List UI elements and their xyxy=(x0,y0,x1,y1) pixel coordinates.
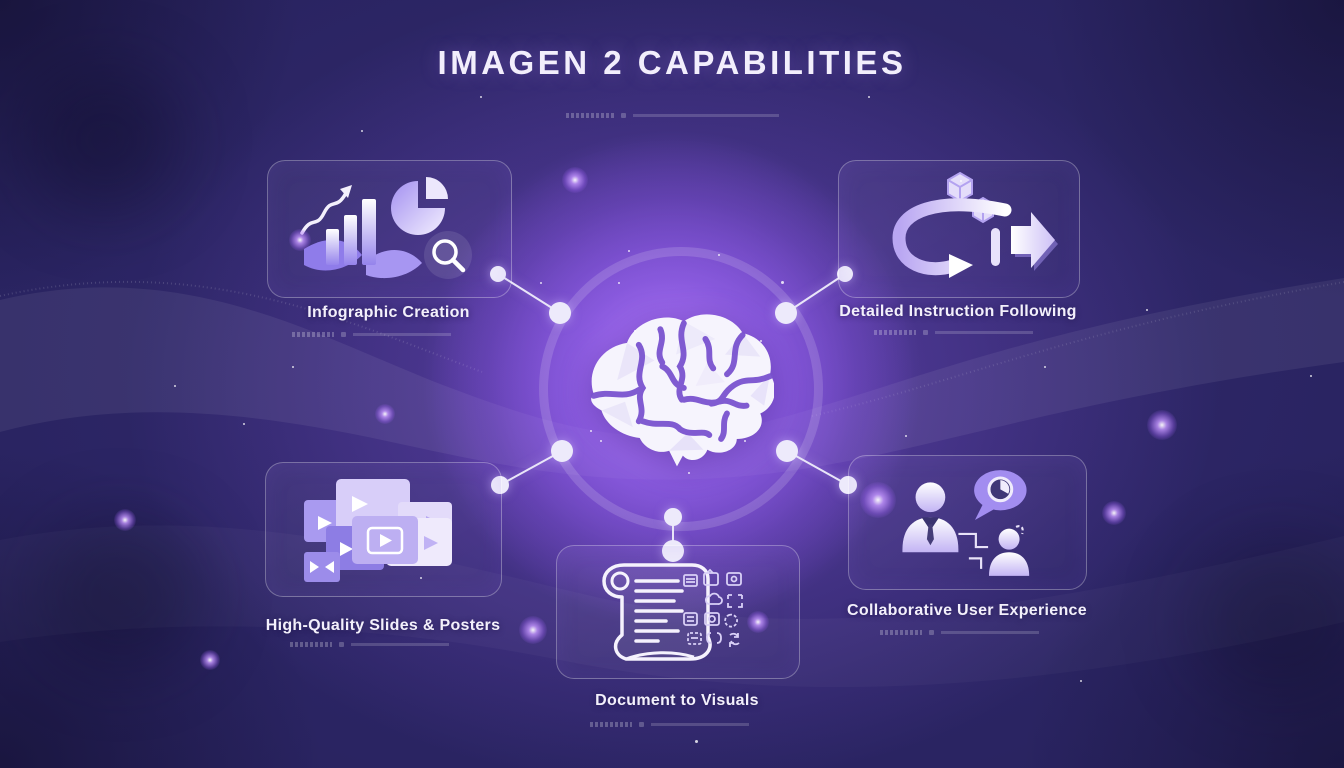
pie-chart xyxy=(390,181,445,235)
star-dot xyxy=(292,366,294,368)
card-label-document-to-visuals: Document to Visuals xyxy=(595,692,759,709)
star-dot xyxy=(600,440,602,442)
star-dot xyxy=(695,740,698,743)
trend-arrow xyxy=(299,191,348,235)
star-dot xyxy=(781,281,784,284)
person-large xyxy=(915,481,945,512)
star-dot xyxy=(868,96,870,98)
glow-dot xyxy=(860,482,896,518)
decorative-microtext xyxy=(874,330,1033,335)
glow-dot xyxy=(375,404,395,424)
infographic-charts-icon xyxy=(299,177,472,279)
card-label-high-quality-slides-posters: High-Quality Slides & Posters xyxy=(265,617,501,634)
glow-dot xyxy=(562,167,588,193)
glow-dot xyxy=(1102,501,1126,525)
ribbon-shape xyxy=(365,249,422,279)
star-dot xyxy=(174,385,176,387)
star-dot xyxy=(243,423,245,425)
card-collaborative-user-experience xyxy=(848,455,1087,590)
star-dot xyxy=(744,440,746,442)
decorative-microtext xyxy=(590,722,749,727)
glow-dot xyxy=(114,509,136,531)
card-infographic-creation xyxy=(267,160,512,298)
glow-dot xyxy=(1147,410,1177,440)
person-small xyxy=(998,528,1020,550)
card-label-infographic-creation: Infographic Creation xyxy=(307,304,470,321)
decorative-microtext xyxy=(880,630,1039,635)
star-dot xyxy=(760,340,762,342)
card-high-quality-slides-posters xyxy=(265,462,502,597)
star-dot xyxy=(905,435,907,437)
star-dot xyxy=(1044,366,1046,368)
card-label-collaborative-user-experience: Collaborative User Experience xyxy=(847,602,1087,619)
star-dot xyxy=(960,180,962,182)
u-turn-arrow xyxy=(892,198,1012,276)
page-title: IMAGEN 2 CAPABILITIES xyxy=(437,44,907,81)
star-dot xyxy=(590,430,592,432)
decorative-microtext xyxy=(290,642,449,647)
star-dot xyxy=(361,130,363,132)
star-dot xyxy=(718,254,720,256)
card-label-detailed-instruction-following: Detailed Instruction Following xyxy=(839,303,1077,320)
connection-lines xyxy=(957,524,1024,569)
glow-dot xyxy=(289,229,311,251)
decorative-microtext xyxy=(566,113,779,118)
card-document-to-visuals xyxy=(556,545,800,679)
text-lines xyxy=(634,579,684,643)
star-dot xyxy=(420,577,422,579)
search-icon xyxy=(431,239,458,265)
star-dot xyxy=(618,282,620,284)
glow-dot xyxy=(519,616,547,644)
cube-icon xyxy=(947,171,973,203)
tie xyxy=(926,523,934,545)
star-dot xyxy=(1146,309,1148,311)
decorative-microtext xyxy=(292,332,451,337)
glow-dot xyxy=(747,611,769,633)
hub-ring xyxy=(539,247,823,531)
brain-icon xyxy=(590,314,774,467)
slides-stack-icon xyxy=(303,478,452,582)
document-scroll-icon xyxy=(602,563,743,661)
star-dot xyxy=(1310,375,1312,377)
collaboration-people-icon xyxy=(901,469,1029,576)
star-dot xyxy=(688,472,690,474)
star-dot xyxy=(480,96,482,98)
glow-dot xyxy=(200,650,220,670)
star-dot xyxy=(628,250,630,252)
clock-icon xyxy=(999,479,1009,494)
right-arrow xyxy=(1011,212,1055,268)
star-dot xyxy=(1080,680,1082,682)
card-detailed-instruction-following xyxy=(838,160,1080,298)
star-dot xyxy=(540,282,542,284)
star-dot xyxy=(634,330,636,332)
visual-asset-icons xyxy=(683,568,743,647)
instruction-arrows-icon xyxy=(892,171,1058,278)
